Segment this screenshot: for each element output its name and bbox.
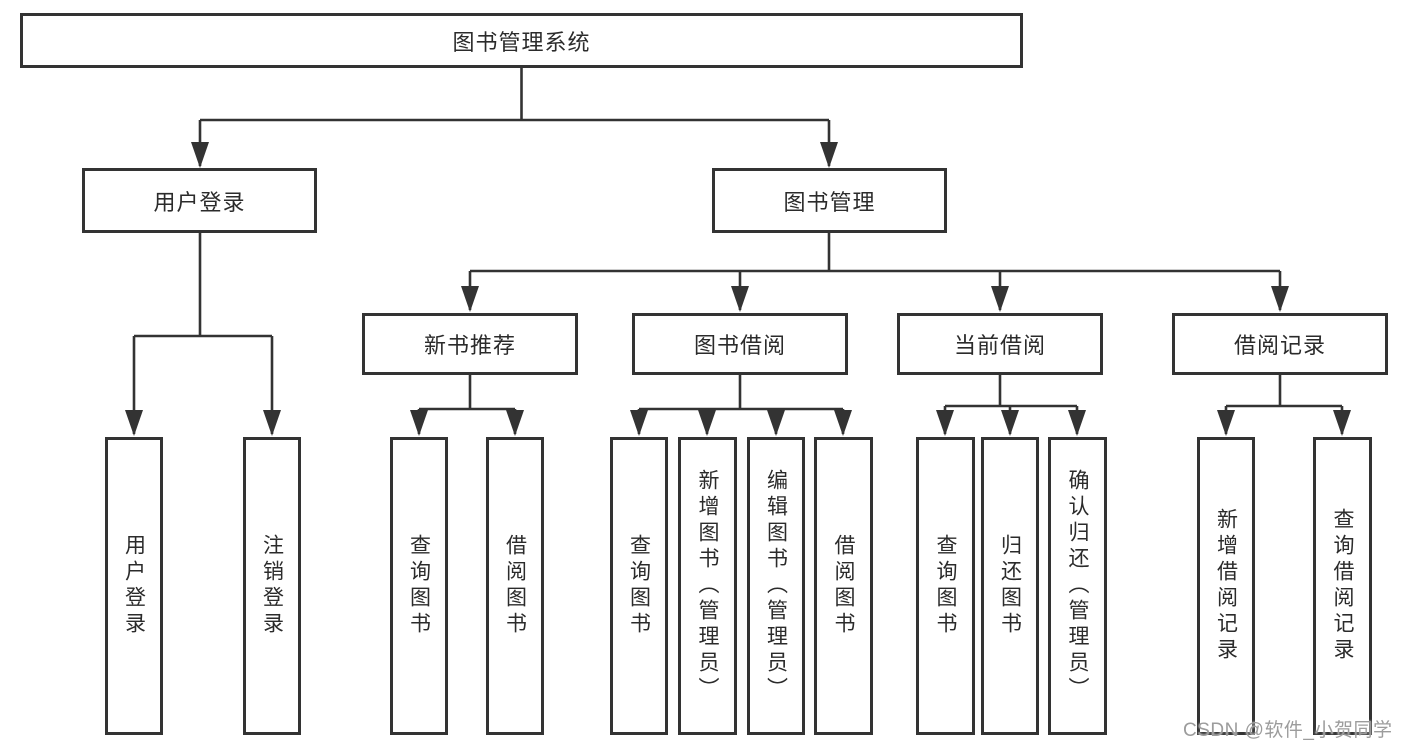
leaf-records-add-record: 新增借阅记录 — [1197, 437, 1255, 735]
connector-userlogin-to-leaves — [125, 233, 281, 436]
connector-current-to-leaves — [936, 375, 1086, 436]
node-new-book-recommend: 新书推荐 — [362, 313, 578, 375]
connector-newbooks-to-leaves — [410, 375, 524, 436]
leaf-recommend-borrow-books: 借阅图书 — [486, 437, 544, 735]
leaf-current-confirm-return-admin: 确认归还（管理员） — [1048, 437, 1107, 735]
leaf-recommend-query-books: 查询图书 — [390, 437, 448, 735]
leaf-current-return-books: 归还图书 — [981, 437, 1039, 735]
node-user-login: 用户登录 — [82, 168, 317, 233]
node-current-borrowing: 当前借阅 — [897, 313, 1103, 375]
node-borrowing-records: 借阅记录 — [1172, 313, 1388, 375]
connector-root-to-level2 — [191, 66, 838, 168]
leaf-user-login: 用户登录 — [105, 437, 163, 735]
leaf-borrowing-add-books-admin: 新增图书（管理员） — [678, 437, 737, 735]
leaf-records-query-record: 查询借阅记录 — [1313, 437, 1372, 735]
node-book-borrowing: 图书借阅 — [632, 313, 848, 375]
node-root: 图书管理系统 — [20, 13, 1023, 68]
leaf-logout: 注销登录 — [243, 437, 301, 735]
csdn-watermark: CSDN @软件_小贺同学 — [1183, 720, 1393, 741]
leaf-borrowing-borrow-books: 借阅图书 — [814, 437, 873, 735]
connector-records-to-leaves — [1217, 375, 1351, 436]
connector-borrowing-to-leaves — [630, 375, 852, 436]
connector-bookmgmt-to-level3 — [461, 233, 1289, 312]
node-book-management: 图书管理 — [712, 168, 947, 233]
leaf-borrowing-edit-books-admin: 编辑图书（管理员） — [747, 437, 805, 735]
leaf-current-query-books: 查询图书 — [916, 437, 975, 735]
leaf-borrowing-query-books: 查询图书 — [610, 437, 668, 735]
